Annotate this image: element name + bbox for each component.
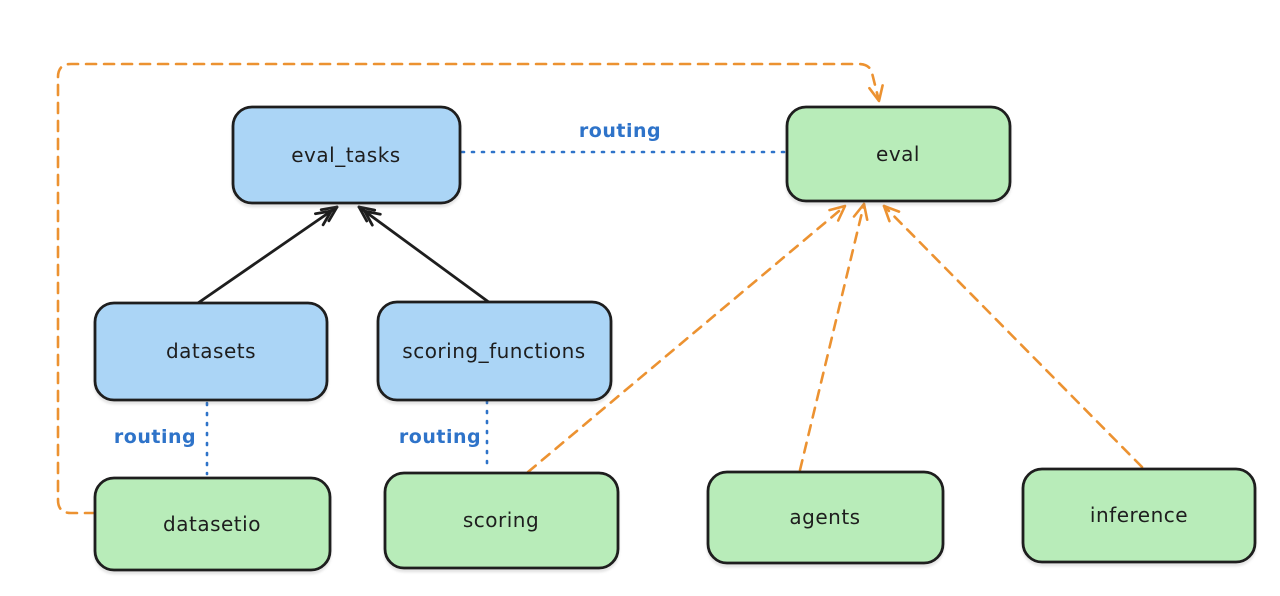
node-inference: inference bbox=[1021, 467, 1257, 564]
node-agents: agents bbox=[706, 470, 945, 565]
arrow-scoring-to-eval bbox=[526, 204, 847, 474]
node-datasets: datasets bbox=[93, 301, 329, 402]
routing-link-scoring-functions-to-scoring: routing bbox=[399, 399, 489, 472]
node-label-datasetio: datasetio bbox=[163, 512, 261, 536]
routing-link-eval-tasks-to-eval: routing bbox=[460, 120, 787, 154]
node-scoring: scoring bbox=[383, 471, 620, 570]
routing-label-left: routing bbox=[114, 426, 196, 448]
node-label-datasets: datasets bbox=[166, 339, 256, 363]
node-label-scoring-functions: scoring_functions bbox=[402, 339, 585, 363]
node-label-inference: inference bbox=[1090, 503, 1188, 527]
node-label-eval: eval bbox=[876, 142, 920, 166]
arrow-scoring-functions-to-eval-tasks bbox=[357, 205, 492, 305]
arrow-datasetio-to-eval bbox=[56, 62, 884, 515]
routing-link-datasets-to-datasetio: routing bbox=[114, 401, 209, 476]
node-eval: eval bbox=[785, 105, 1012, 203]
routing-label-mid: routing bbox=[399, 426, 481, 448]
node-scoring-functions: scoring_functions bbox=[376, 300, 613, 402]
arrow-datasets-to-eval-tasks bbox=[196, 205, 339, 305]
node-label-eval-tasks: eval_tasks bbox=[291, 143, 400, 167]
node-datasetio: datasetio bbox=[93, 476, 332, 572]
arrow-inference-to-eval bbox=[882, 204, 1144, 469]
node-label-agents: agents bbox=[789, 505, 860, 529]
node-label-scoring: scoring bbox=[463, 508, 539, 532]
routing-label-top: routing bbox=[579, 120, 661, 142]
node-eval-tasks: eval_tasks bbox=[231, 105, 462, 205]
arrow-agents-to-eval bbox=[798, 202, 869, 472]
